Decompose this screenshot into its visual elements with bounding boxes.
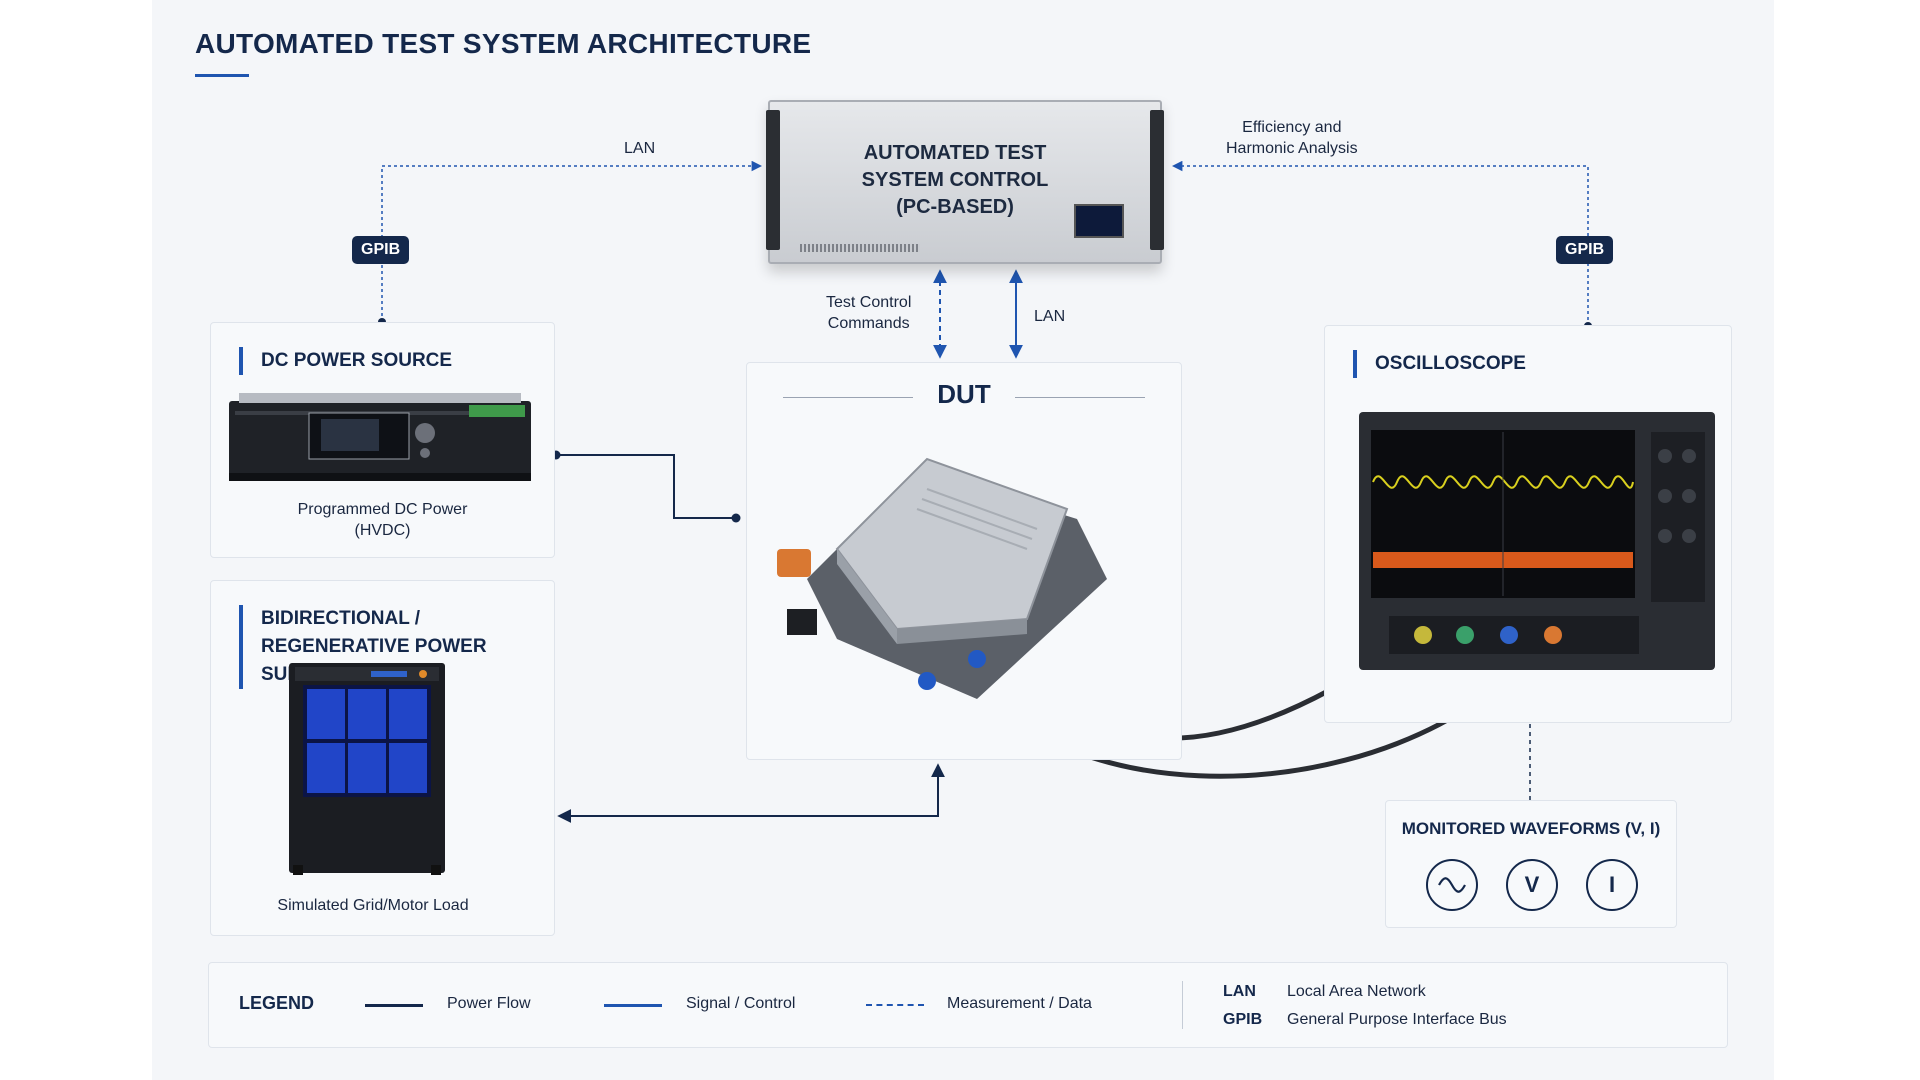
legend-power-flow-line <box>365 1004 423 1007</box>
bidirectional-caption: Simulated Grid/Motor Load <box>277 897 469 914</box>
dc-power-caption-line-2: (HVDC) <box>354 522 411 539</box>
oscilloscope-panel: OSCILLOSCOPE <box>1324 325 1732 723</box>
legend-signal-label: Signal / Control <box>686 995 796 1012</box>
legend-abbr-gpib: GPIB <box>1223 1011 1263 1028</box>
legend-full-lan: Local Area Network <box>1287 983 1426 1000</box>
bidirectional-cabinet-image <box>289 663 445 875</box>
lan-center-label: LAN <box>1034 308 1066 325</box>
controller-label-line-3: (PC-BASED) <box>896 196 1014 218</box>
monitored-waveforms-panel: MONITORED WAVEFORMS (V, I) V I <box>1385 800 1677 928</box>
test-system-controller: AUTOMATED TEST SYSTEM CONTROL (PC-BASED) <box>766 100 1164 264</box>
dc-power-panel: DC POWER SOURCE Programmed DC Power (HVD… <box>210 322 555 558</box>
rack-ear-left <box>766 110 780 250</box>
efficiency-label: Efficiency and Harmonic Analysis <box>1226 117 1358 159</box>
controller-vent <box>800 244 920 252</box>
dut-device-image <box>777 457 1107 699</box>
current-icon: I <box>1586 859 1638 911</box>
bidirectional-power-flow <box>557 763 945 823</box>
dc-power-node-end <box>731 513 741 523</box>
sine-wave-icon <box>1426 859 1478 911</box>
controller-label-line-2: SYSTEM CONTROL <box>861 169 1049 191</box>
legend-measurement-label: Measurement / Data <box>947 995 1092 1012</box>
controller-label: AUTOMATED TEST SYSTEM CONTROL (PC-BASED) <box>830 140 1080 221</box>
page-title: AUTOMATED TEST SYSTEM ARCHITECTURE <box>195 28 812 59</box>
lan-left-label: LAN <box>624 140 656 157</box>
test-control-label: Test Control Commands <box>826 292 911 334</box>
legend-measurement-line <box>866 1004 924 1006</box>
test-control-label-line-2: Commands <box>827 315 910 332</box>
voltage-icon: V <box>1506 859 1558 911</box>
sine-wave-glyph <box>1438 877 1466 893</box>
dc-power-caption: Programmed DC Power (HVDC) <box>211 499 554 541</box>
dut-rule-right <box>1015 397 1145 398</box>
dut-heading: DUT <box>937 379 991 409</box>
dut-panel: DUT <box>746 362 1182 760</box>
title-underline <box>195 74 249 77</box>
legend-power-flow-label: Power Flow <box>447 995 531 1012</box>
legend-abbr-lan: LAN <box>1223 983 1256 1000</box>
legend-panel: LEGEND Power Flow Signal / Control Measu… <box>208 962 1728 1048</box>
monitored-waveforms-heading: MONITORED WAVEFORMS (V, I) <box>1401 819 1661 838</box>
efficiency-label-line-2: Harmonic Analysis <box>1226 140 1358 157</box>
test-control-label-line-1: Test Control <box>826 294 912 311</box>
legend-divider <box>1182 981 1183 1029</box>
analysis-right-link <box>1171 160 1589 326</box>
oscilloscope-heading: OSCILLOSCOPE <box>1353 350 1526 378</box>
lan-left-link <box>381 160 763 322</box>
rack-ear-right <box>1150 110 1164 250</box>
gpib-right-badge: GPIB <box>1556 236 1614 264</box>
dc-power-flow <box>556 454 736 519</box>
dc-power-heading: DC POWER SOURCE <box>239 347 452 375</box>
dut-rule-left <box>783 397 913 398</box>
legend-full-gpib: General Purpose Interface Bus <box>1287 1011 1507 1028</box>
dc-power-caption-line-1: Programmed DC Power <box>297 501 468 518</box>
efficiency-label-line-1: Efficiency and <box>1242 119 1342 136</box>
gpib-left-badge: GPIB <box>352 236 410 264</box>
legend-title: LEGEND <box>239 993 315 1013</box>
legend-signal-line <box>604 1004 662 1007</box>
controller-display <box>1074 204 1124 238</box>
oscilloscope-image <box>1359 412 1715 670</box>
dc-power-unit-image <box>229 393 531 481</box>
bidirectional-heading-line-1: BIDIRECTIONAL / <box>261 608 421 629</box>
controller-label-line-1: AUTOMATED TEST <box>863 142 1047 164</box>
bidirectional-panel: BIDIRECTIONAL / REGENERATIVE POWER SUPPL… <box>210 580 555 936</box>
